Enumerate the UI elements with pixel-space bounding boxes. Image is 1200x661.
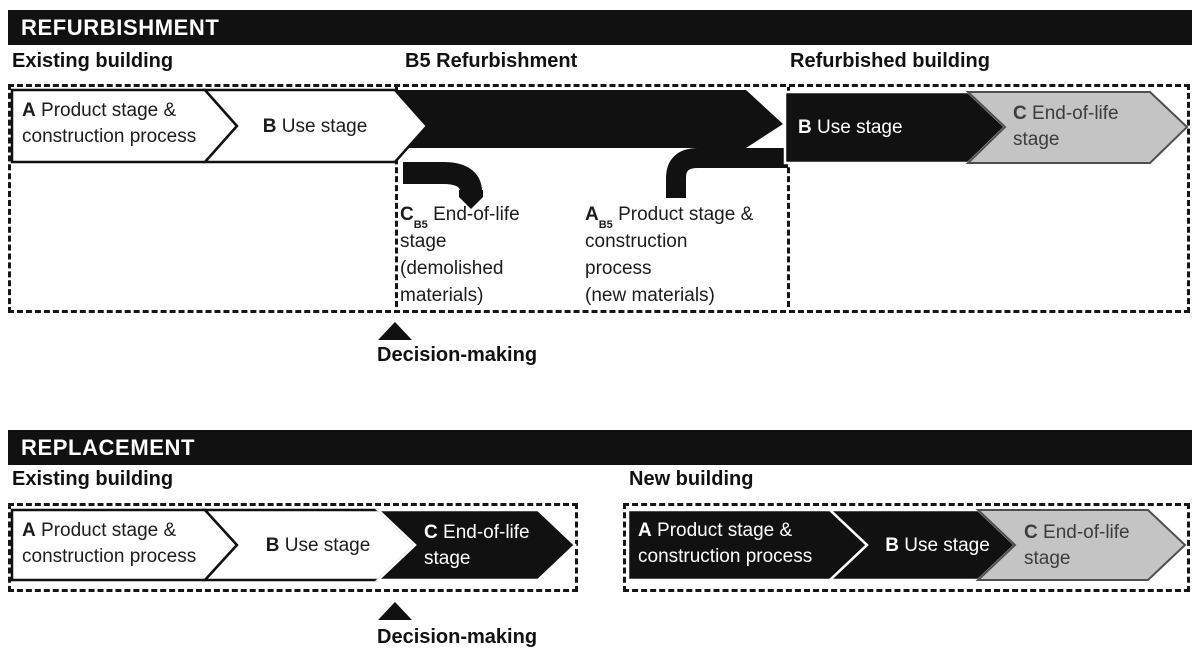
connector-down-arrowhead-icon [459,190,483,209]
decision-making-label-repl: Decision-making [377,626,538,648]
stage-text: Product stage & construction process [22,520,197,567]
stage-letter: C [1024,522,1038,543]
existing-building-heading-2: Existing building [12,468,174,490]
stage-a-label-repl: A Product stage & construction process [22,518,207,570]
stage-letter: C [424,522,438,543]
annotation-line: (new materials) [585,285,715,306]
a-b5-annotation: AB5 Product stage & construction process… [585,201,795,309]
stage-letter: B [885,535,899,556]
c-b5-annotation: CB5 End-of-life stage (demolished materi… [400,201,575,309]
refurbishment-dashed-frame [8,84,1190,313]
stage-b-label: B Use stage [240,114,390,140]
replacement-new-dashed-frame [623,503,1190,592]
refurbishment-header-bar: REFURBISHMENT [8,10,1192,45]
stage-text: Product stage & construction process [638,520,813,567]
stage-letter: B [262,116,277,137]
b5-refurbishment-heading: B5 Refurbishment [405,50,578,72]
stage-c-refurbished-label: C End-of-life stage [1013,101,1133,153]
stage-text: End-of-life stage [1013,103,1119,150]
stage-c-label-repl: C End-of-life stage [424,520,542,572]
arrow-b5-refurbishment [395,90,783,162]
stage-letter: B [265,535,280,556]
replacement-header-bar: REPLACEMENT [8,430,1192,465]
stage-text: Use stage [817,117,903,138]
stage-subscript: B5 [598,218,613,231]
stage-letter: A [22,100,36,121]
stage-letter: C [400,204,414,225]
stage-text: Product stage & construction process [22,100,197,147]
replacement-existing-dashed-frame [8,503,578,592]
stage-letter: A [585,204,599,225]
decision-marker-icon-refurb [378,322,412,340]
stage-b-label-repl: B Use stage [248,533,388,559]
stage-letter: A [22,520,36,541]
annotation-line: construction [585,231,688,252]
stage-subscript: B5 [413,218,428,231]
stage-c-label-new: C End-of-life stage [1024,520,1142,572]
existing-building-heading: Existing building [12,50,174,72]
decision-marker-icon-repl [378,602,412,620]
annotation-line: (demolished [400,258,504,279]
stage-a-label-new: A Product stage & construction process [638,518,823,570]
annotation-line: stage [400,231,447,252]
stage-letter: C [1013,103,1027,124]
stage-b-refurbished-label: B Use stage [798,115,958,141]
new-building-heading: New building [629,468,754,490]
annotation-line: Product stage & [618,204,754,225]
arrow-c-existing-repl [374,508,577,582]
connector-down-demolished [403,162,482,194]
annotation-line: End-of-life [433,204,520,225]
decision-making-label-refurb: Decision-making [377,344,538,366]
arrow-c-refurbished [965,91,1189,164]
refurbished-building-heading: Refurbished building [790,50,990,72]
stage-text: Use stage [284,535,371,556]
stage-b-label-new: B Use stage [870,533,1005,559]
arrow-c-new-building [975,509,1187,581]
stage-text: Use stage [904,535,990,556]
stage-text: Use stage [281,116,368,137]
stage-letter: A [638,520,652,541]
stage-text: End-of-life stage [1024,522,1130,569]
refurbishment-divider-right [787,87,790,307]
stage-a-label: A Product stage & construction process [22,98,207,150]
annotation-line: process [585,258,652,279]
stage-text: End-of-life stage [424,522,530,569]
annotation-line: materials) [400,285,484,306]
connector-up-new-materials [666,148,788,198]
refurbishment-divider-left [395,87,398,307]
stage-letter: B [798,117,812,138]
